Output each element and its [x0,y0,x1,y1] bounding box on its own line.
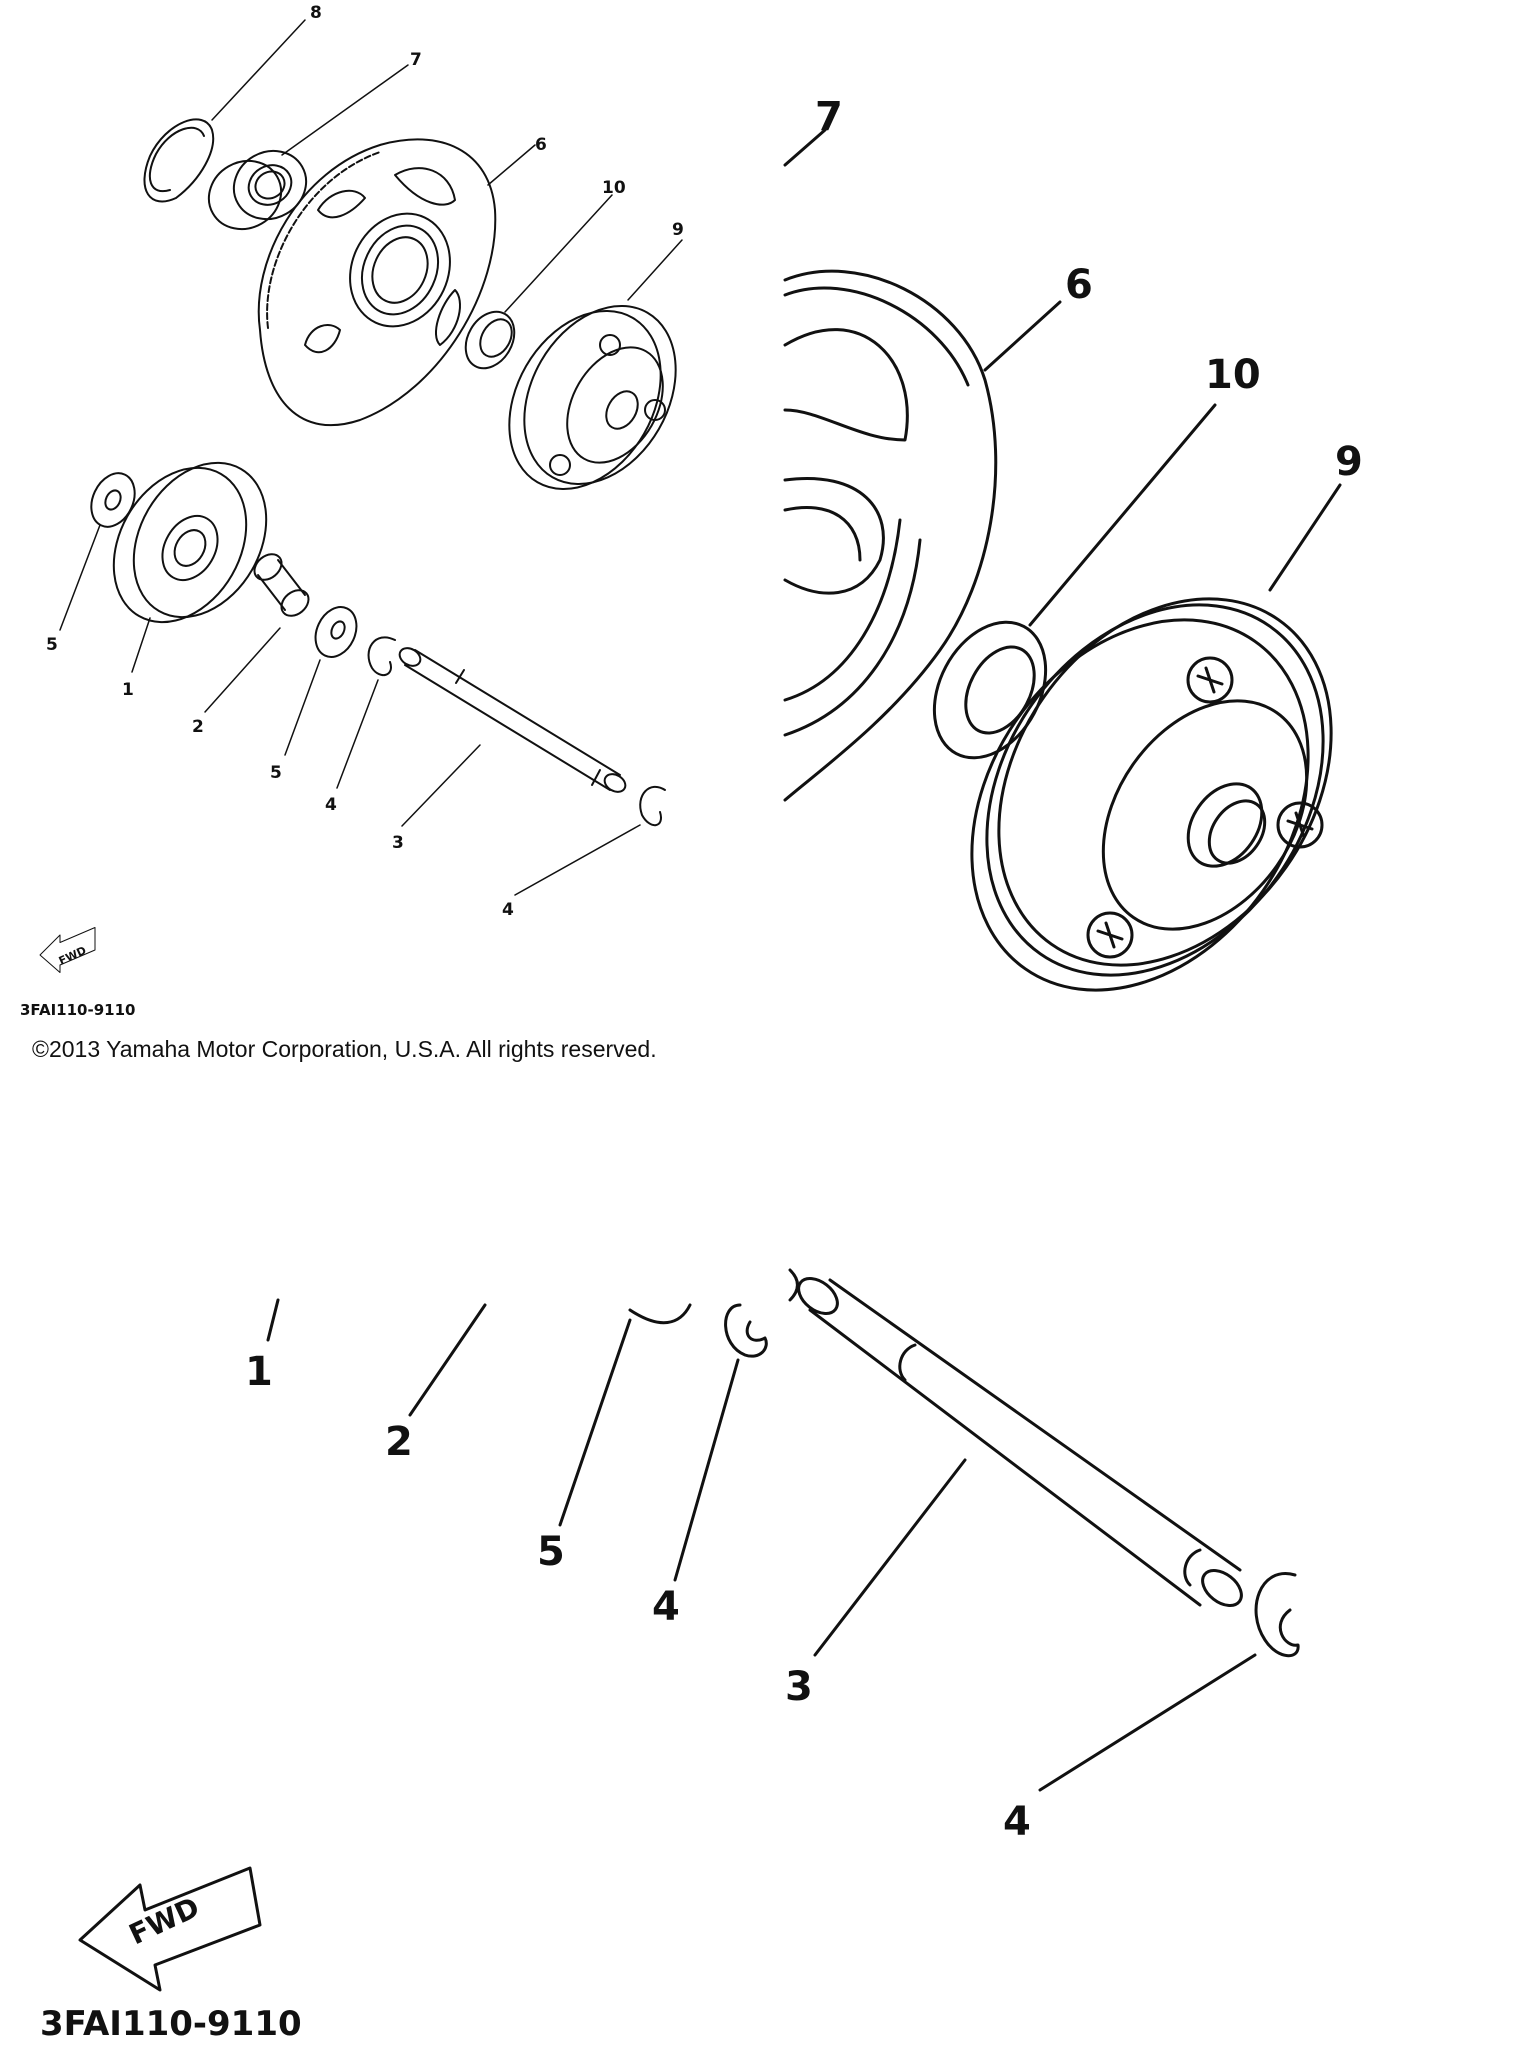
fwd-arrow-icon [78,1866,262,1992]
callout-1-detail: 1 [245,1349,273,1395]
circlip-icon [724,1303,768,1358]
overview-callouts: 8 7 6 10 9 5 1 2 5 4 3 4 FWD 3FAI110-911… [20,3,684,1019]
leader-6-detail [983,300,1062,372]
leader-4b [514,824,641,896]
part-gear-1 [112,461,268,624]
callout-1: 1 [122,680,134,700]
callout-3: 3 [392,833,404,853]
leader-10 [504,194,613,313]
leader-7 [281,64,409,156]
part-washer-10-detail [932,620,1048,760]
part-eclip-4b [639,785,666,827]
overview-diagram [39,19,683,973]
detail-shaft-diagram [78,1268,1300,1992]
fwd-arrow-icon [39,927,96,973]
leader-9 [627,239,683,301]
leader-4-detail-b [1038,1653,1257,1792]
leader-4a [336,679,379,789]
part-eclip-4a [367,636,396,677]
leader-6 [487,144,536,186]
leader-2-detail [408,1303,487,1417]
part-gear-6 [257,138,497,426]
leader-10-detail [1028,403,1217,627]
part-code-large: 3FAI110-9110 [40,2004,302,2044]
callout-4b: 4 [502,900,514,920]
fwd-label-large: FWD [124,1890,204,1951]
phillips-screw-icon [1086,911,1134,959]
callout-4-detail-b: 4 [1003,1799,1031,1845]
callout-2: 2 [192,717,204,737]
callout-5-detail: 5 [537,1529,565,1575]
part-circlip-8 [143,118,215,203]
phillips-screw-icon [1186,656,1234,704]
callout-7-detail: 7 [815,94,843,140]
leader-8 [211,19,306,121]
callout-10: 10 [602,178,626,198]
leader-1 [131,617,151,673]
callout-8: 8 [310,3,322,23]
callout-7: 7 [410,50,422,70]
callout-4a: 4 [325,795,337,815]
part-clutch-9 [508,304,677,491]
part-edge-detail [788,1268,799,1302]
part-bushing-2 [253,553,310,617]
part-code-small: 3FAI110-9110 [20,1001,135,1019]
callout-3-detail: 3 [785,1664,813,1710]
part-washer-10 [464,310,516,370]
part-clutch-9-detail [970,597,1333,992]
circlip-icon [1254,1572,1300,1658]
callout-9: 9 [672,220,684,240]
callout-6-detail: 6 [1065,262,1093,308]
leader-2 [204,627,281,713]
detail-gear-diagram [783,128,1342,992]
leader-3-detail [813,1458,967,1657]
part-shaft-3 [398,647,627,793]
part-washer-5a [90,472,136,528]
detail-gear-callouts: 7 6 10 9 [815,94,1363,485]
leader-3 [401,744,481,827]
callout-5a: 5 [46,635,58,655]
part-bearing-7 [207,149,308,231]
fwd-label-small: FWD [57,944,89,968]
part-washer-5-detail [628,1303,692,1325]
phillips-screw-icon [1276,801,1324,849]
part-shaft-3-detail [797,1277,1243,1607]
callout-10-detail: 10 [1205,352,1261,398]
callout-9-detail: 9 [1335,439,1363,485]
detail-shaft-callouts: 1 2 5 4 3 4 FWD 3FAI110-9110 [40,1349,1031,2044]
leader-5-detail [558,1318,632,1527]
part-gear-6-detail [783,269,998,802]
leader-4-detail-a [673,1358,740,1582]
leader-9-detail [1268,483,1342,592]
callout-2-detail: 2 [385,1419,413,1465]
part-washer-5b [314,606,358,658]
callout-5b: 5 [270,763,282,783]
copyright-notice: ©2013 Yamaha Motor Corporation, U.S.A. A… [32,1036,657,1062]
leader-7-detail [783,128,827,167]
leader-1-detail [266,1298,280,1342]
leader-5b [284,659,321,756]
callout-6: 6 [535,135,547,155]
callout-4-detail-a: 4 [652,1584,680,1630]
leader-5a [59,524,101,631]
